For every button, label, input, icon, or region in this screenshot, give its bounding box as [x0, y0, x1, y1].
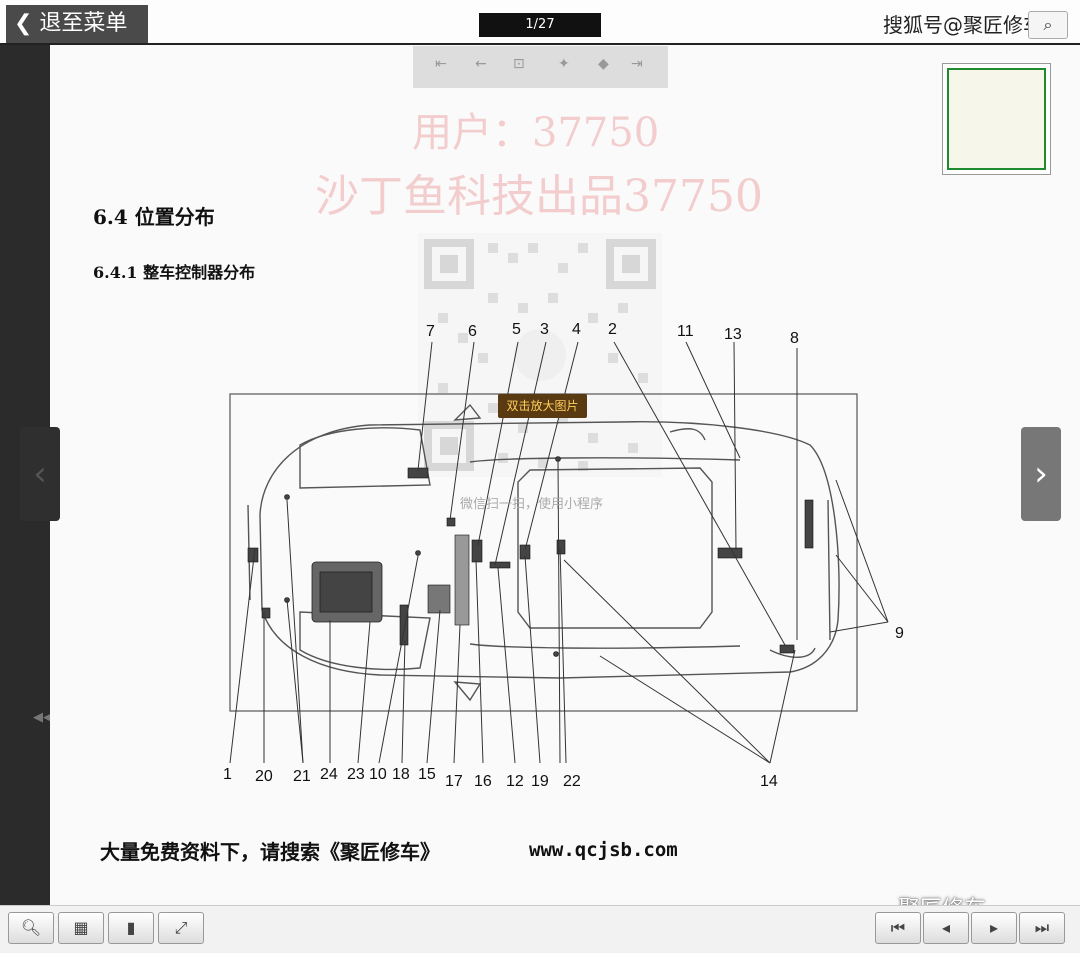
page-thumbnail[interactable]	[942, 63, 1051, 175]
prev-page-arrow[interactable]: ‹	[20, 427, 60, 521]
fit-icon[interactable]: ⊡	[513, 56, 525, 72]
next-page-arrow[interactable]: ›	[1021, 427, 1061, 521]
next-icon[interactable]: ✦	[558, 56, 570, 72]
prev-icon[interactable]: ←	[475, 56, 487, 72]
callout-19: 19	[531, 773, 549, 790]
footer-url: www.qcjsb.com	[529, 839, 678, 861]
thumbnail-preview	[947, 68, 1046, 170]
callout-2: 2	[608, 321, 617, 338]
callout-10: 10	[369, 766, 387, 783]
prev-button[interactable]: ◂	[923, 912, 969, 944]
leader-lines	[229, 341, 889, 764]
callout-20: 20	[255, 768, 273, 785]
callout-3: 3	[540, 321, 549, 338]
engine-block	[311, 561, 383, 623]
chevron-left-icon: ‹	[33, 454, 47, 494]
next-arrow-icon: ▸	[989, 918, 999, 937]
document-page	[50, 45, 1080, 905]
controller-modules	[247, 456, 814, 657]
callout-23: 23	[347, 766, 365, 783]
callout-15: 15	[418, 766, 436, 783]
grid-icon: ▦	[73, 918, 89, 937]
section-title: 6.4 位置分布	[93, 205, 215, 229]
callout-6: 6	[468, 323, 477, 340]
callout-13: 13	[724, 326, 742, 343]
zoom-button[interactable]: 🔍︎	[8, 912, 54, 944]
callout-24: 24	[320, 766, 338, 783]
callout-18: 18	[392, 766, 410, 783]
callout-labels-right: 9	[895, 625, 904, 642]
last-button[interactable]: ⏭	[1019, 912, 1065, 944]
rewind-icon: ⏮	[890, 918, 906, 937]
callout-1: 1	[223, 766, 232, 783]
vehicle-outline	[247, 403, 840, 702]
rotate-icon[interactable]: ◆	[598, 56, 609, 72]
callout-21: 21	[293, 768, 311, 785]
callout-8: 8	[790, 330, 799, 347]
callout-7: 7	[426, 323, 435, 340]
page-indicator: 1/27	[479, 13, 601, 37]
search-icon: ⌕	[1043, 15, 1053, 34]
source-label: 搜狐号@聚匠修车	[883, 13, 1043, 37]
diagram-frame	[229, 393, 858, 712]
callout-labels-bottom: 1 20 21 24 23 10 18 15 17 16 12 19 22 14	[223, 766, 778, 790]
callout-17: 17	[445, 773, 463, 790]
callout-11: 11	[677, 323, 694, 340]
qr-caption: 微信扫一扫，使用小程序	[460, 497, 604, 512]
callout-labels-top: 7 6 5 3 4 2 11 13 8	[426, 321, 799, 347]
book-icon: ▮	[126, 918, 136, 937]
watermark-user: 用户：37750	[412, 110, 660, 156]
fullscreen-button[interactable]: ⤢	[158, 912, 204, 944]
callout-16: 16	[474, 773, 492, 790]
expand-icon: ⤢	[174, 918, 188, 937]
top-bar: ❮ 退至菜单 1/27 搜狐号@聚匠修车 ⌕	[0, 0, 1080, 45]
callout-22: 22	[563, 773, 581, 790]
callout-4: 4	[572, 321, 581, 338]
chevron-right-icon: ›	[1034, 454, 1048, 494]
back-to-menu-button[interactable]: ❮ 退至菜单	[6, 5, 148, 43]
bookmark-button[interactable]: ▮	[108, 912, 154, 944]
callout-5: 5	[512, 321, 521, 338]
magnifier-icon: 🔍︎	[20, 918, 42, 937]
callout-12: 12	[506, 773, 524, 790]
watermark-brand: 沙丁鱼科技出品37750	[315, 171, 763, 222]
collapse-icon[interactable]: ◀◀	[33, 710, 53, 725]
search-button[interactable]: ⌕	[1028, 11, 1068, 39]
prev-arrow-icon: ◂	[941, 918, 951, 937]
pdf-toolbar: ⇤ ← ⊡ ✦ ◆ ⇥	[413, 46, 668, 88]
footer-text: 大量免费资料下，请搜索《聚匠修车》	[100, 840, 440, 864]
last-page-icon[interactable]: ⇥	[631, 56, 643, 72]
bottom-toolbar: 🔍︎ ▦ ▮ ⤢ ⏮ ◂ ▸ ⏭	[0, 905, 1080, 953]
callout-14: 14	[760, 773, 778, 790]
grid-button[interactable]: ▦	[58, 912, 104, 944]
subsection-title: 6.4.1 整车控制器分布	[93, 263, 256, 282]
next-button[interactable]: ▸	[971, 912, 1017, 944]
callout-9: 9	[895, 625, 904, 642]
zoom-image-badge[interactable]: 双击放大图片	[498, 394, 587, 418]
first-page-icon[interactable]: ⇤	[435, 56, 447, 72]
fast-forward-icon: ⏭	[1034, 918, 1050, 937]
first-button[interactable]: ⏮	[875, 912, 921, 944]
